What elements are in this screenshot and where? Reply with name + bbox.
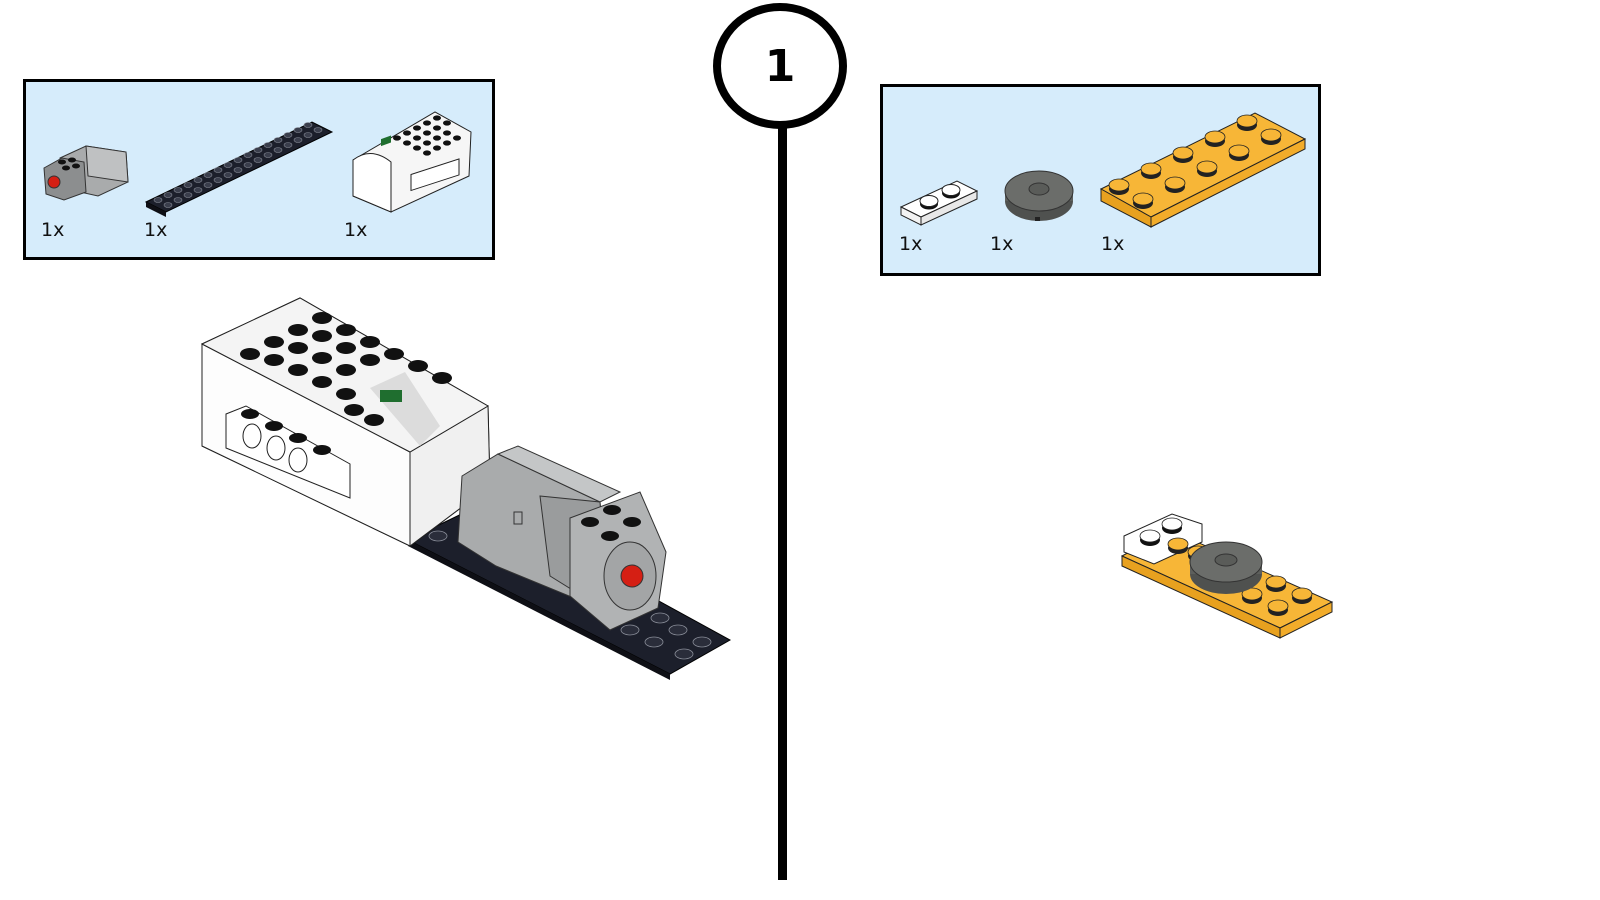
step-divider-line — [778, 125, 787, 880]
round-tile-quantity: 1x — [990, 233, 1014, 255]
parts-list-right: 1x 1x 1x — [880, 84, 1321, 276]
black-plate-part-icon — [144, 121, 334, 217]
left-assembly-illustration — [200, 297, 732, 680]
step-number: 1 — [764, 40, 796, 92]
right-assembly-illustration — [1120, 513, 1334, 639]
white-plate-quantity: 1x — [899, 233, 923, 255]
assembly-smarthub — [200, 297, 491, 547]
black-plate-quantity: 1x — [144, 219, 168, 241]
step-number-badge: 1 — [713, 3, 847, 129]
round-tile-part-icon — [1004, 170, 1074, 221]
motor-part-icon — [43, 145, 129, 201]
yellow-plate-quantity: 1x — [1101, 233, 1125, 255]
parts-list-left: 1x 1x 1x — [23, 79, 495, 260]
smarthub-part-icon — [352, 111, 472, 213]
smarthub-quantity: 1x — [344, 219, 368, 241]
white-plate-part-icon — [899, 180, 979, 226]
assembly-motor — [457, 445, 667, 631]
yellow-plate-part-icon — [1099, 112, 1307, 228]
motor-quantity: 1x — [41, 219, 65, 241]
